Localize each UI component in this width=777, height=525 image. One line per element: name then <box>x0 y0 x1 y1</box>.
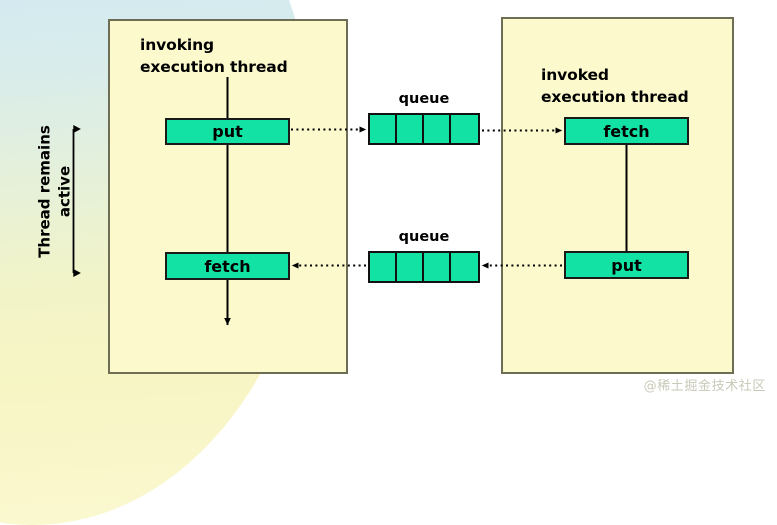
queue-cell <box>451 253 478 281</box>
thread-active-label: Thread remains active <box>35 125 74 258</box>
queue-cell <box>424 253 451 281</box>
panel-invoking-execution-thread: invoking execution thread <box>108 19 348 374</box>
box-put-invoked[interactable]: put <box>564 251 689 279</box>
watermark-text: @稀土掘金技术社区 <box>643 379 766 394</box>
queue-cell <box>370 253 397 281</box>
queue-cell <box>397 115 424 143</box>
queue-bottom-label: queue <box>398 229 450 245</box>
queue-cell <box>370 115 397 143</box>
queue-top-label: queue <box>398 91 450 107</box>
queue-bottom: queue <box>368 229 480 283</box>
queue-cell <box>397 253 424 281</box>
panel-title-invoking: invoking execution thread <box>140 36 288 76</box>
box-fetch-invoked[interactable]: fetch <box>564 117 689 145</box>
queue-cell <box>424 115 451 143</box>
queue-top: queue <box>368 91 480 145</box>
panel-title-invoked: invoked execution thread <box>541 66 689 106</box>
queue-bottom-cells <box>368 251 480 283</box>
box-fetch-invoking[interactable]: fetch <box>165 252 290 280</box>
box-put-invoking[interactable]: put <box>165 118 290 145</box>
queue-top-cells <box>368 113 480 145</box>
queue-cell <box>451 115 478 143</box>
panel-invoked-execution-thread: invoked execution thread <box>501 17 734 374</box>
